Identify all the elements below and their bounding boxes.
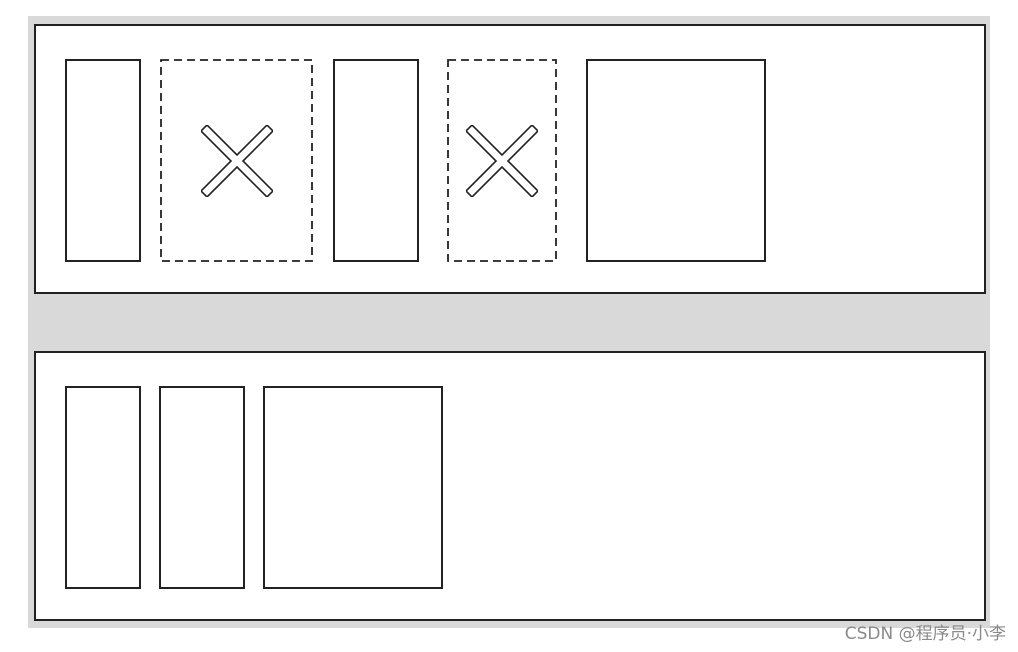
bottom-box-3 xyxy=(263,386,443,589)
bottom-box-2 xyxy=(159,386,245,589)
top-box-4-removed xyxy=(447,59,557,262)
top-panel xyxy=(34,24,986,294)
cross-icon xyxy=(200,124,273,197)
top-box-1 xyxy=(65,59,141,262)
dashed-outline xyxy=(447,59,557,262)
cross-icon xyxy=(466,124,538,197)
top-box-5 xyxy=(586,59,766,262)
bottom-box-1 xyxy=(65,386,141,589)
top-box-3 xyxy=(333,59,419,262)
bottom-panel xyxy=(34,351,986,621)
dashed-outline xyxy=(160,59,313,262)
watermark: CSDN @程序员·小李 xyxy=(844,624,1006,644)
top-box-2-removed xyxy=(160,59,313,262)
